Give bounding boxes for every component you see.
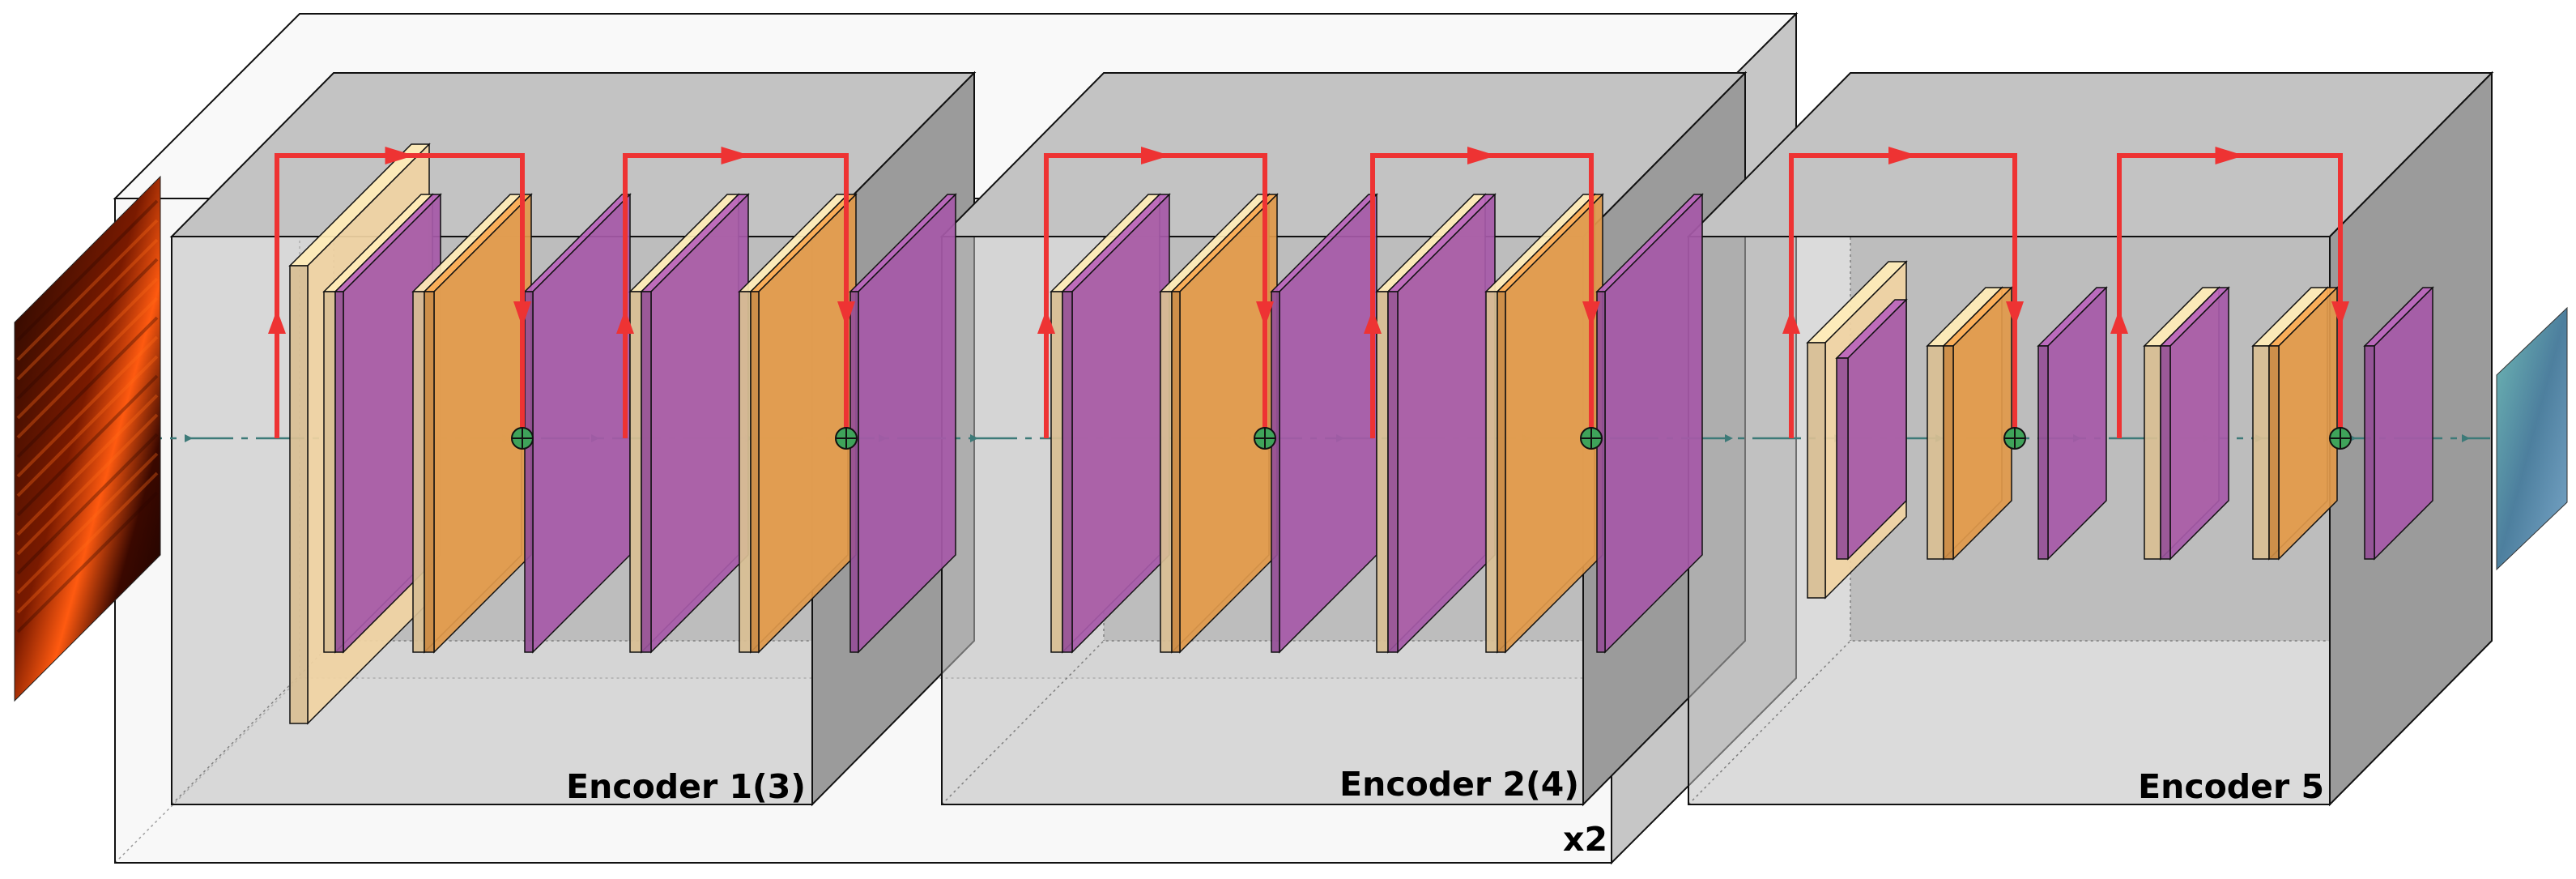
skip-arrowhead (1467, 147, 1497, 164)
flow-arrowhead (2462, 434, 2470, 442)
skip-arrowhead (513, 301, 531, 327)
conv-layer (1170, 193, 1279, 654)
skip-arrowhead (2215, 147, 2245, 164)
layer-stack (288, 143, 2434, 725)
repeat-label: x2 (1563, 820, 1607, 859)
skip-arrowhead (1256, 301, 1274, 327)
skip-connection (2110, 147, 2352, 450)
skip-connection (1037, 147, 1276, 450)
circled-plus-icon (511, 427, 534, 450)
norm-layer (1835, 298, 1908, 561)
activation-layer (2037, 286, 2108, 561)
activation-layer (1270, 193, 1378, 654)
norm-layer (2159, 286, 2230, 561)
encoder-1-label: Encoder 1(3) (566, 767, 806, 806)
skip-connection (268, 147, 534, 450)
circled-plus-icon (835, 427, 858, 450)
circled-plus-icon (1580, 427, 1603, 450)
skip-arrowhead (385, 147, 415, 164)
conv-layer (1496, 193, 1604, 654)
skip-connection (1364, 147, 1603, 450)
skip-arrowhead (1782, 309, 1800, 334)
norm-layer (1386, 193, 1497, 654)
flow-arrowhead (970, 434, 978, 442)
skip-arrowhead (1037, 309, 1055, 334)
activation-layer (849, 193, 957, 654)
skip-connection (616, 147, 858, 450)
norm-layer (1061, 193, 1171, 654)
skip-arrowhead (1888, 147, 1918, 164)
skip-arrowhead (616, 309, 634, 334)
flow-arrowhead (185, 434, 193, 442)
skip-connections (268, 147, 2352, 450)
conv-layer (423, 193, 533, 654)
skip-arrowhead (1364, 309, 1382, 334)
skip-arrowhead (837, 301, 855, 327)
encoder-2-label: Encoder 2(4) (1339, 765, 1579, 804)
conv-layer (749, 193, 858, 654)
activation-layer (2363, 286, 2434, 561)
feature-map-output-image (2496, 306, 2568, 571)
conv-layer (1942, 286, 2013, 561)
circled-plus-icon (2003, 427, 2026, 450)
skip-arrowhead (721, 147, 751, 164)
skip-arrowhead (1141, 147, 1170, 164)
activation-layer (1595, 193, 1704, 654)
skip-connection (1782, 147, 2026, 450)
skip-arrowhead (2110, 309, 2128, 334)
skip-arrowhead (1582, 301, 1600, 327)
circled-plus-icon (2329, 427, 2352, 450)
activation-layer (523, 193, 632, 654)
circled-plus-icon (1254, 427, 1276, 450)
encoder-5-label: Encoder 5 (2138, 767, 2324, 806)
skip-arrowhead (268, 309, 286, 334)
heatmap-input-image (14, 175, 161, 702)
io-images (14, 175, 2568, 702)
norm-layer (640, 193, 750, 654)
skip-arrowhead (2331, 301, 2349, 327)
skip-arrowhead (2006, 301, 2024, 327)
conv-layer (2267, 286, 2339, 561)
flow-arrowhead (1725, 434, 1733, 442)
